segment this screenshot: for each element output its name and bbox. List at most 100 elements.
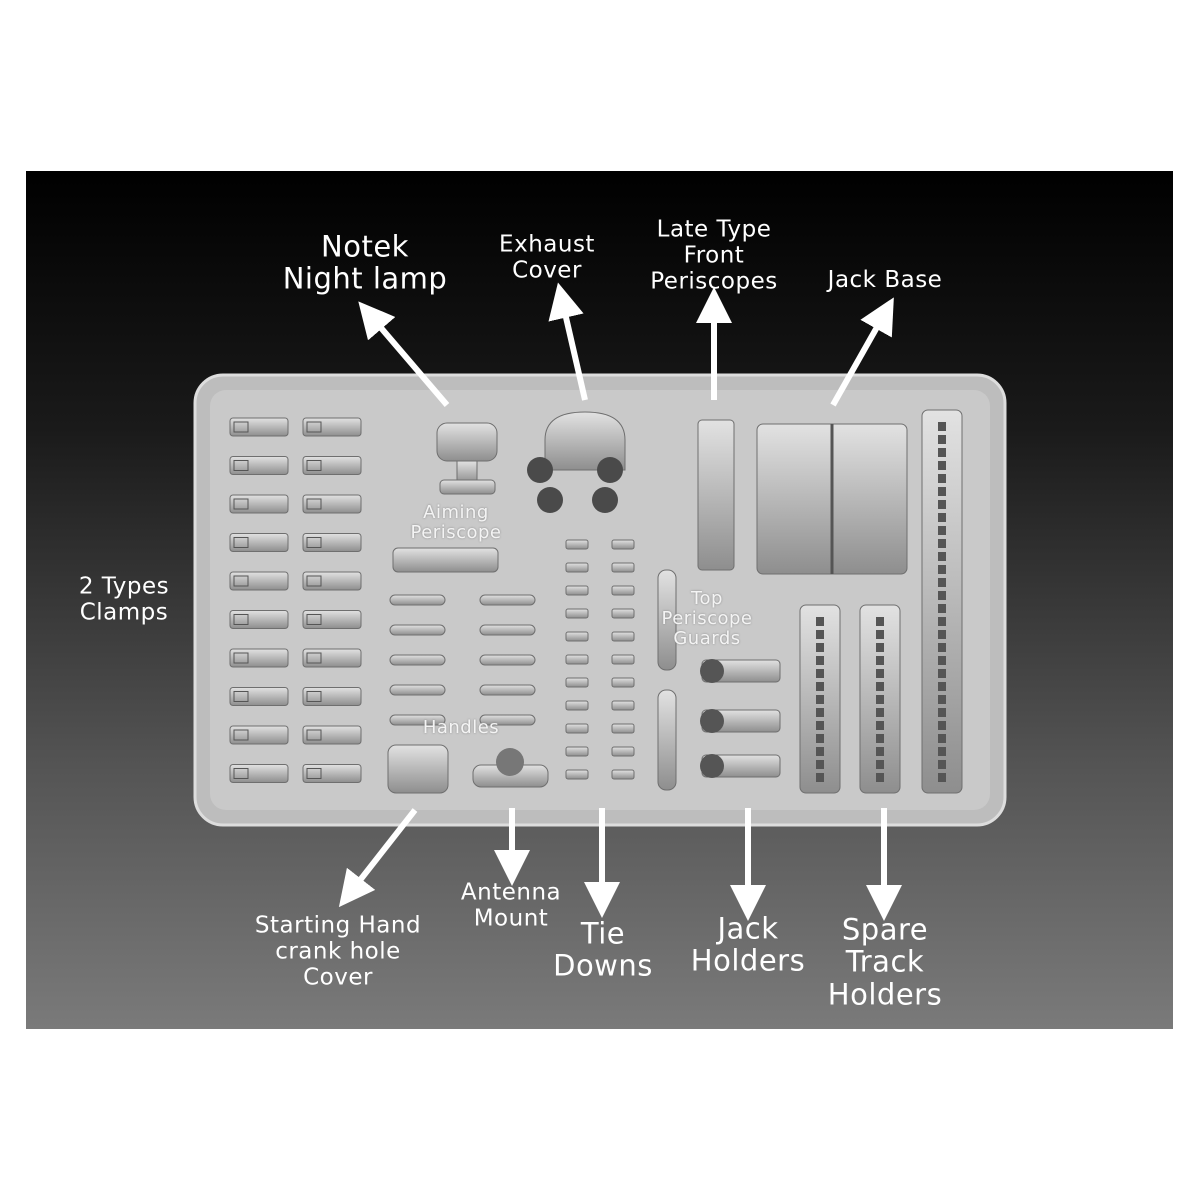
exhaust-mount xyxy=(592,487,618,513)
handle xyxy=(479,684,536,696)
exhaust-mount xyxy=(537,487,563,513)
tie-down xyxy=(611,700,635,711)
top-periscope-guard xyxy=(657,689,677,791)
tie-down xyxy=(611,746,635,757)
tie-down xyxy=(611,539,635,550)
handle xyxy=(479,624,536,636)
tie-down xyxy=(565,746,589,757)
handle xyxy=(389,594,446,606)
clamp xyxy=(229,687,289,706)
clamp-loop xyxy=(233,768,249,779)
exhaust-mount xyxy=(527,457,553,483)
clamp xyxy=(302,687,362,706)
clamp-loop xyxy=(233,652,249,664)
clamp-loop xyxy=(306,652,322,664)
clamp-loop xyxy=(233,421,249,433)
clamp xyxy=(302,571,362,591)
tie-down xyxy=(565,677,589,688)
arrow xyxy=(358,301,450,407)
label-handles: Handles xyxy=(422,716,500,738)
clamp xyxy=(302,417,362,437)
clamp xyxy=(302,648,362,668)
clamp xyxy=(302,533,362,552)
exhaust-cover xyxy=(544,411,626,471)
notek-lamp-base xyxy=(439,479,496,495)
aiming-periscope xyxy=(392,547,499,573)
antenna-mount-boss xyxy=(496,748,524,776)
tie-down xyxy=(565,654,589,665)
clamp xyxy=(229,533,289,552)
notek-lamp xyxy=(436,422,498,462)
clamp-loop xyxy=(233,614,249,625)
tie-down xyxy=(565,539,589,550)
clamp-loop xyxy=(306,768,322,779)
clamp-loop xyxy=(306,614,322,625)
clamp-loop xyxy=(306,575,322,587)
handle xyxy=(389,624,446,636)
handle xyxy=(479,654,536,666)
clamp-loop xyxy=(233,691,249,702)
clamp-loop xyxy=(306,729,322,741)
clamp-loop xyxy=(306,421,322,433)
tie-down xyxy=(611,585,635,596)
tie-down xyxy=(565,562,589,573)
jack-holder-clamp xyxy=(700,659,724,683)
tie-down xyxy=(565,723,589,734)
clamp-loop xyxy=(306,691,322,702)
clamp xyxy=(229,648,289,668)
clamp xyxy=(302,494,362,514)
handle xyxy=(389,714,446,726)
handle xyxy=(389,684,446,696)
crank-hole-cover xyxy=(387,744,449,794)
tie-down xyxy=(611,562,635,573)
exhaust-mount xyxy=(597,457,623,483)
tie-down xyxy=(565,769,589,780)
tie-down xyxy=(565,608,589,619)
tie-down xyxy=(611,769,635,780)
top-periscope-guard xyxy=(657,569,677,671)
tie-down xyxy=(565,585,589,596)
arrow xyxy=(338,808,418,908)
clamp xyxy=(229,571,289,591)
clamp xyxy=(229,610,289,629)
clamp xyxy=(302,610,362,629)
tie-down xyxy=(565,631,589,642)
tie-down xyxy=(611,677,635,688)
handle xyxy=(479,594,536,606)
clamp xyxy=(302,764,362,783)
tie-down xyxy=(611,723,635,734)
jack-holder-clamp xyxy=(700,754,724,778)
tie-down xyxy=(611,608,635,619)
arrow xyxy=(548,282,588,401)
clamp xyxy=(229,494,289,514)
clamp-loop xyxy=(233,537,249,548)
arrow xyxy=(830,297,894,407)
tie-down xyxy=(565,700,589,711)
spare-track-holder xyxy=(921,409,963,794)
label-jack-base: Jack Base xyxy=(827,267,943,294)
clamp-loop xyxy=(233,460,249,471)
clamp-loop xyxy=(233,729,249,741)
clamp xyxy=(229,764,289,783)
jack-holder-clamp xyxy=(700,709,724,733)
tie-down xyxy=(611,631,635,642)
handle xyxy=(479,714,536,726)
clamp xyxy=(229,417,289,437)
handle xyxy=(389,654,446,666)
clamp-loop xyxy=(306,460,322,471)
front-periscopes xyxy=(697,419,735,571)
clamp xyxy=(229,725,289,745)
clamp-loop xyxy=(306,498,322,510)
clamp xyxy=(229,456,289,475)
